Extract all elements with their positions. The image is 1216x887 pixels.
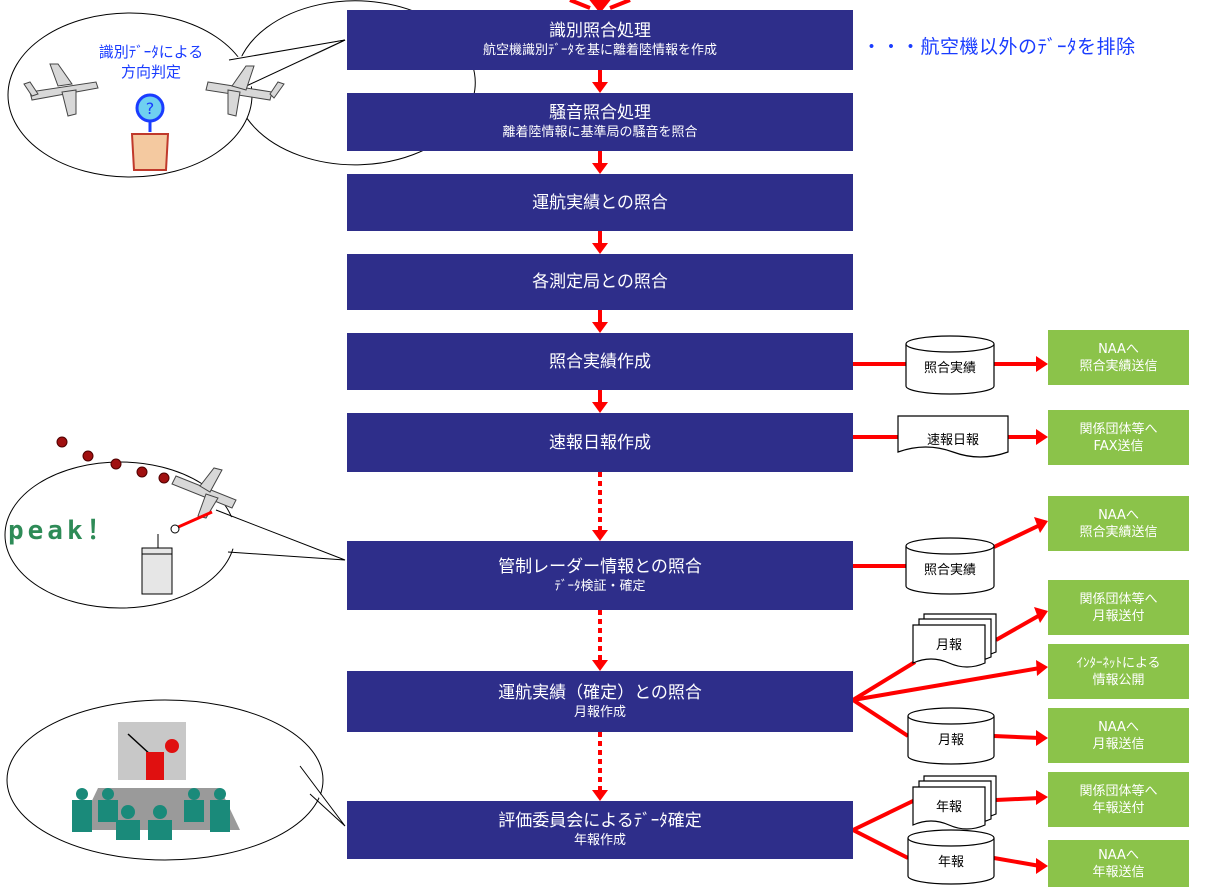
- noise-monitor-icon: [141, 510, 213, 595]
- output-line-1: NAAへ: [1098, 719, 1139, 735]
- output-line-2: 年報送付: [1092, 800, 1145, 816]
- output-line-1: ｲﾝﾀｰﾈｯﾄによる: [1076, 655, 1161, 671]
- svg-text:?: ?: [146, 99, 155, 118]
- output-connectors: [851, 362, 1041, 868]
- record-documents: [897, 415, 1009, 830]
- process-subtitle: 航空機識別ﾃﾞｰﾀを基に離着陸情報を作成: [482, 43, 717, 58]
- process-title: 照合実績作成: [549, 351, 651, 372]
- airplane-icon: [171, 467, 237, 519]
- process-daily-report: 速報日報作成: [347, 413, 853, 472]
- output-line-1: 関係団体等へ: [1079, 591, 1158, 607]
- record-label: 速報日報: [926, 433, 979, 448]
- magnifier-hand-icon: ?: [130, 93, 170, 171]
- output-line-1: NAAへ: [1098, 341, 1139, 357]
- record-label: 照合実績: [923, 563, 976, 578]
- output-naa-annual: NAAへ 年報送信: [1048, 840, 1189, 887]
- bubble-line-2: 方向判定: [120, 63, 181, 81]
- record-label: 月報: [937, 733, 964, 748]
- bubble-direction-text: 識別ﾃﾞｰﾀによる 方向判定: [72, 42, 230, 82]
- output-line-1: NAAへ: [1098, 507, 1139, 523]
- process-subtitle: ﾃﾞｰﾀ検証・確定: [554, 578, 646, 594]
- process-title: 識別照合処理: [549, 21, 651, 41]
- record-label: 年報: [937, 855, 964, 870]
- process-match-results: 照合実績作成: [347, 333, 853, 390]
- peak-label: peak！: [8, 516, 117, 546]
- bubble-line-1: 識別ﾃﾞｰﾀによる: [98, 43, 204, 61]
- airplane-icon: [23, 63, 99, 117]
- output-line-1: 関係団体等へ: [1079, 421, 1158, 437]
- process-station-matching: 各測定局との照合: [347, 254, 853, 310]
- process-title: 騒音照合処理: [549, 103, 651, 123]
- record-cylinders: [905, 335, 995, 885]
- output-line-2: 情報公開: [1092, 672, 1145, 688]
- process-identification: 識別照合処理 航空機識別ﾃﾞｰﾀを基に離着陸情報を作成: [347, 10, 853, 70]
- output-line-1: NAAへ: [1098, 847, 1139, 863]
- process-flight-record-matching: 運航実績との照合: [347, 174, 853, 231]
- connector-arrowheads: [1034, 356, 1048, 874]
- output-line-2: 照合実績送信: [1079, 524, 1158, 540]
- exclusion-note: ・・・航空機以外のﾃﾞｰﾀを排除: [862, 36, 1136, 58]
- process-subtitle: 離着陸情報に基準局の騒音を照合: [502, 125, 698, 140]
- output-internet: ｲﾝﾀｰﾈｯﾄによる 情報公開: [1048, 644, 1189, 699]
- process-annual-report: 評価委員会によるﾃﾞｰﾀ確定 年報作成: [347, 801, 853, 859]
- output-monthly-send: 関係団体等へ 月報送付: [1048, 580, 1189, 635]
- process-title: 運航実績との照合: [532, 192, 668, 213]
- output-naa-monthly: NAAへ 月報送信: [1048, 708, 1189, 763]
- process-title: 管制レーダー情報との照合: [498, 556, 702, 577]
- incoming-arrows: [569, 0, 631, 14]
- solid-flow-arrowheads: [592, 82, 608, 413]
- process-noise-matching: 騒音照合処理 離着陸情報に基準局の騒音を照合: [347, 93, 853, 151]
- output-line-1: 関係団体等へ: [1079, 783, 1158, 799]
- meeting-icon: [72, 722, 240, 840]
- process-radar-matching: 管制レーダー情報との照合 ﾃﾞｰﾀ検証・確定: [347, 541, 853, 610]
- record-label: 照合実績: [923, 361, 976, 376]
- airplane-icon: [205, 65, 285, 117]
- process-title: 各測定局との照合: [532, 272, 668, 292]
- bubble-peak: [4, 461, 346, 609]
- output-line-2: 月報送信: [1092, 736, 1145, 752]
- output-fax: 関係団体等へ FAX送信: [1048, 410, 1189, 465]
- output-line-2: FAX送信: [1093, 438, 1144, 454]
- process-title: 評価委員会によるﾃﾞｰﾀ確定: [498, 811, 702, 831]
- record-label: 月報: [935, 638, 962, 653]
- process-monthly-report: 運航実績（確定）との照合 月報作成: [347, 671, 853, 732]
- process-title: 速報日報作成: [549, 432, 651, 453]
- output-line-2: 年報送信: [1092, 864, 1145, 880]
- output-line-2: 照合実績送信: [1079, 358, 1158, 374]
- process-subtitle: 年報作成: [573, 833, 626, 848]
- output-naa-match: NAAへ 照合実績送信: [1048, 330, 1189, 385]
- process-subtitle: 月報作成: [573, 704, 626, 720]
- record-label: 年報: [935, 800, 962, 815]
- process-title: 運航実績（確定）との照合: [498, 682, 702, 703]
- peak-dots: [56, 436, 170, 484]
- output-naa-match-2: NAAへ 照合実績送信: [1048, 496, 1189, 551]
- dotted-flow-arrowheads: [592, 530, 608, 801]
- output-line-2: 月報送付: [1092, 608, 1145, 624]
- bubble-direction: [7, 0, 476, 178]
- output-annual-send: 関係団体等へ 年報送付: [1048, 772, 1189, 827]
